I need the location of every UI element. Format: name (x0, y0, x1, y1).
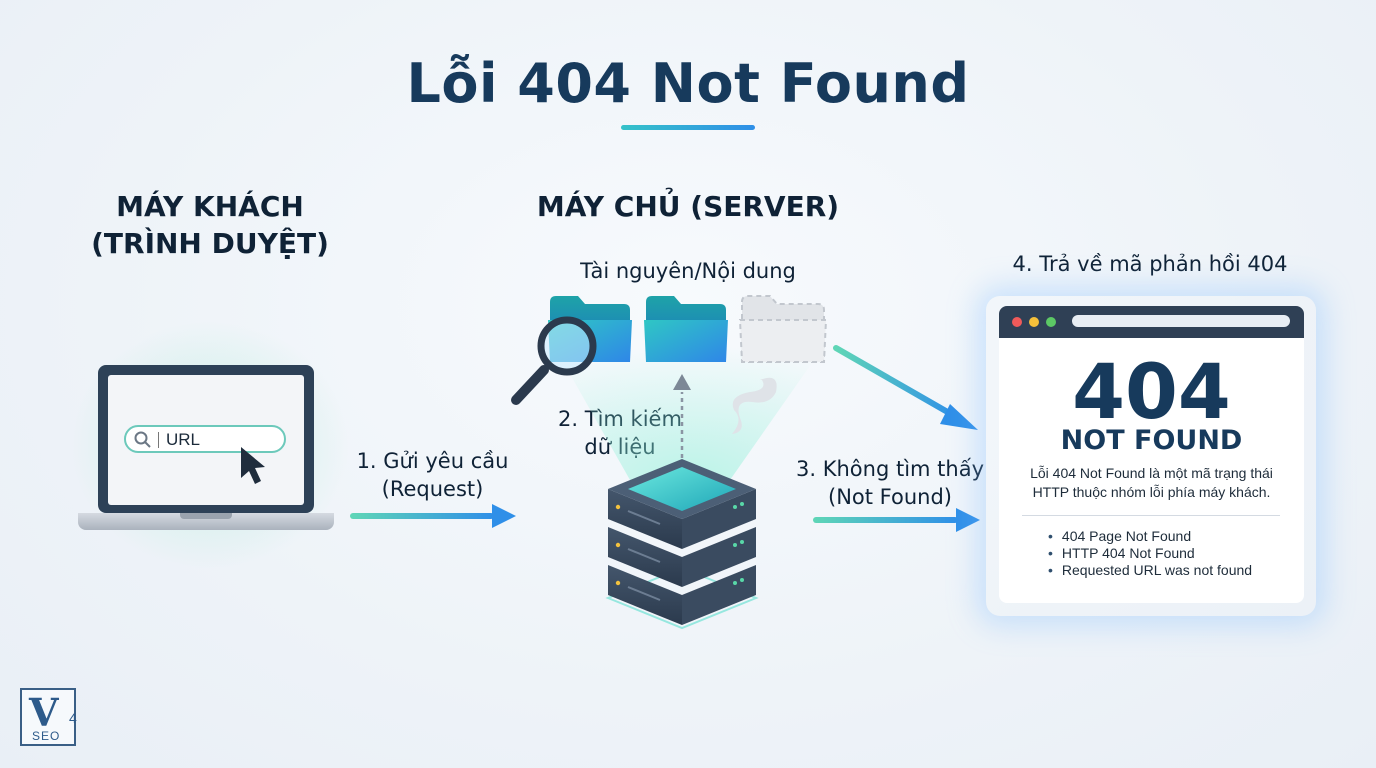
laptop-notch (180, 513, 232, 519)
description-line2: HTTP thuộc nhóm lỗi phía máy khách. (1032, 484, 1271, 500)
server-beam (545, 330, 835, 480)
search-icon (134, 431, 151, 448)
smoke-icon (732, 377, 777, 434)
description-line1: Lỗi 404 Not Found là một mã trạng thái (1030, 465, 1273, 481)
missing-folder-icon (738, 295, 828, 363)
step3-line2: (Not Found) (828, 485, 952, 509)
response-arrow (833, 345, 978, 430)
error-status: NOT FOUND (1060, 425, 1243, 456)
step3-line1: 3. Không tìm thấy (796, 457, 984, 481)
step4-label: 4. Trả về mã phản hồi 404 (1012, 252, 1288, 276)
step1-label: 1. Gửi yêu cầu (Request) (345, 447, 520, 503)
server-stack-icon (605, 459, 759, 630)
laptop-base (78, 513, 334, 530)
page-title: Lỗi 404 Not Found (406, 52, 970, 115)
address-bar (1072, 315, 1290, 327)
window-maximize-dot (1046, 317, 1056, 327)
window-divider (1022, 515, 1280, 516)
step1-line1: 1. Gửi yêu cầu (356, 449, 509, 473)
step3-label: 3. Không tìm thấy (Not Found) (790, 455, 990, 511)
step1-line2: (Request) (381, 477, 484, 501)
logo (20, 688, 76, 746)
list-item: HTTP 404 Not Found (1048, 545, 1252, 562)
not-found-arrow (813, 508, 980, 532)
logo-letter: V (29, 690, 59, 735)
mouse-cursor-icon (241, 447, 265, 484)
window-close-dot (1012, 317, 1022, 327)
url-bar (124, 425, 286, 453)
client-heading: MÁY KHÁCH (TRÌNH DUYỆT) (60, 188, 360, 262)
logo-number: 4 (69, 710, 77, 726)
list-item: Requested URL was not found (1048, 562, 1252, 579)
client-heading-line1: MÁY KHÁCH (116, 190, 304, 223)
error-description: Lỗi 404 Not Found là một mã trạng thái H… (1010, 464, 1293, 502)
window-minimize-dot (1029, 317, 1039, 327)
url-cursor (158, 432, 159, 448)
request-arrow (350, 504, 516, 528)
title-underline (621, 125, 755, 130)
resources-label: Tài nguyên/Nội dung (580, 259, 796, 283)
lookup-arrow (673, 374, 691, 458)
url-text: URL (166, 430, 201, 449)
magnifier-icon (511, 316, 597, 405)
error-code: 404 (1072, 347, 1231, 436)
folder-icon (644, 296, 728, 362)
logo-text: SEO (32, 729, 61, 743)
error-bullet-list: 404 Page Not Found HTTP 404 Not Found Re… (1048, 528, 1252, 579)
list-item: 404 Page Not Found (1048, 528, 1252, 545)
client-heading-line2: (TRÌNH DUYỆT) (91, 227, 329, 260)
server-heading: MÁY CHỦ (SERVER) (536, 190, 840, 223)
